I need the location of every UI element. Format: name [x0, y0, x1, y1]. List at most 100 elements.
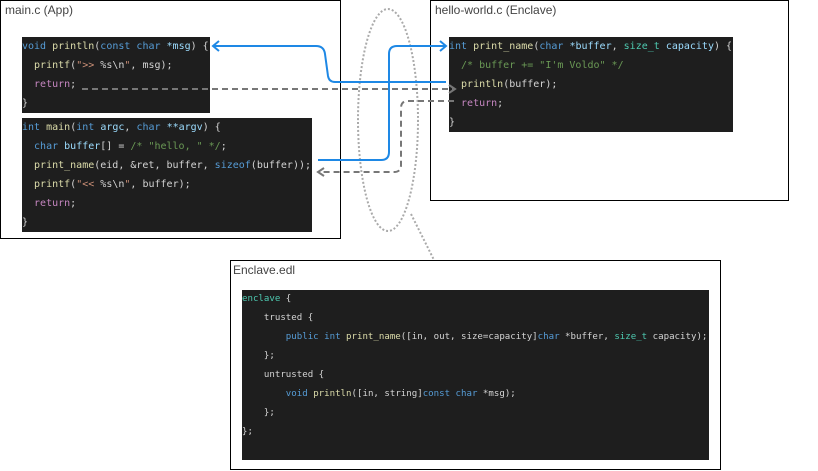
app-panel: main.c (App) void println(const char *ms… — [0, 0, 341, 239]
edl-panel-title: Enclave.edl — [233, 263, 296, 277]
code-token: main — [46, 122, 71, 133]
code-token: , — [611, 41, 624, 52]
code-token: println — [449, 79, 504, 90]
code-token: ( — [70, 60, 77, 71]
code-line: void println(const char *msg) { — [22, 37, 210, 56]
code-token: void — [242, 389, 314, 399]
code-line: } — [22, 94, 210, 113]
code-line: return; — [22, 75, 210, 94]
code-token: (buffer)); — [250, 160, 312, 171]
code-line: char buffer[] = /* "hello, " */; — [22, 137, 312, 156]
code-token: ">> — [76, 60, 101, 71]
code-token: argc — [100, 122, 125, 133]
code-token: ( — [94, 41, 101, 52]
code-token: untrusted { — [242, 370, 325, 380]
code-line: }; — [242, 423, 709, 442]
code-token: print_name — [473, 41, 534, 52]
code-line: }; — [242, 347, 709, 366]
code-token: char — [539, 41, 570, 52]
enclave-panel-title: hello-world.c (Enclave) — [435, 3, 557, 17]
code-line: return; — [22, 194, 312, 213]
code-line: enclave { — [242, 290, 709, 309]
code-token: /* "hello, " */ — [130, 141, 221, 152]
code-line: untrusted { — [242, 366, 709, 385]
code-token: char — [136, 122, 167, 133]
code-token: return — [22, 198, 71, 209]
code-token: } — [22, 98, 29, 109]
code-token: ; — [70, 79, 77, 90]
code-token: ( — [70, 179, 77, 190]
code-token: return — [22, 79, 71, 90]
edl-code-block: enclave { trusted { public int print_nam… — [242, 290, 709, 460]
code-token: *buffer, — [559, 332, 615, 342]
trust-boundary-ellipse — [357, 8, 419, 232]
code-token: }; — [242, 427, 253, 437]
code-token: int — [76, 122, 101, 133]
code-token: trusted { — [242, 313, 314, 323]
code-token: size_t — [614, 332, 648, 342]
code-token: printf — [22, 60, 71, 71]
code-token: " — [124, 179, 131, 190]
print-name-code-block: int print_name(char *buffer, size_t capa… — [449, 37, 733, 132]
code-token: , msg); — [130, 60, 173, 71]
code-token: ) { — [202, 122, 221, 133]
code-token: int — [22, 122, 47, 133]
code-token: public int — [242, 332, 347, 342]
code-token: } — [449, 117, 456, 128]
code-token: *buffer — [569, 41, 612, 52]
code-token: char — [22, 141, 65, 152]
code-line: return; — [449, 94, 733, 113]
code-line: public int print_name([in, out, size=cap… — [242, 328, 709, 347]
code-token: ( — [533, 41, 540, 52]
code-line: int print_name(char *buffer, size_t capa… — [449, 37, 733, 56]
code-line: /* buffer += "I'm Voldo" */ — [449, 56, 733, 75]
code-token: char — [537, 332, 560, 342]
code-token: capacity — [665, 41, 714, 52]
code-line: void println([in, string]const char *msg… — [242, 385, 709, 404]
code-token: ; — [497, 98, 504, 109]
code-token: sizeof — [214, 160, 251, 171]
code-token: **argv — [166, 122, 203, 133]
code-token: ) { — [190, 41, 209, 52]
code-token: %s\n — [100, 179, 125, 190]
enclave-panel: hello-world.c (Enclave) int print_name(c… — [430, 0, 789, 201]
code-token: println — [52, 41, 95, 52]
code-token: }; — [242, 408, 275, 418]
code-token: %s\n — [100, 60, 125, 71]
code-token: void — [22, 41, 53, 52]
code-token: int — [449, 41, 474, 52]
app-panel-title: main.c (App) — [5, 3, 74, 17]
code-line: } — [22, 213, 312, 232]
code-token: " — [124, 60, 131, 71]
code-line: }; — [242, 404, 709, 423]
println-code-block: void println(const char *msg) { printf("… — [22, 37, 210, 113]
code-token: print_name — [22, 160, 95, 171]
code-token: [] = — [100, 141, 131, 152]
code-token: (buffer); — [503, 79, 558, 90]
code-token: { — [280, 294, 292, 304]
code-token: /* buffer += "I'm Voldo" */ — [449, 60, 624, 71]
code-line: print_name(eid, &ret, buffer, sizeof(buf… — [22, 156, 312, 175]
code-line: printf("<< %s\n", buffer); — [22, 175, 312, 194]
edl-panel: Enclave.edl enclave { trusted { public i… — [230, 260, 721, 470]
code-token: enclave — [242, 294, 281, 304]
code-line: println(buffer); — [449, 75, 733, 94]
boundary-to-edl-connector — [410, 213, 435, 261]
code-token: *msg — [166, 41, 191, 52]
code-token: ([in, string] — [351, 389, 423, 399]
code-token: return — [449, 98, 498, 109]
code-token: const char — [422, 389, 478, 399]
code-token: capacity); — [647, 332, 708, 342]
code-token: }; — [242, 351, 275, 361]
main-code-block: int main(int argc, char **argv) { char b… — [22, 118, 312, 232]
code-token: *msg); — [477, 389, 516, 399]
code-token: ; — [220, 141, 227, 152]
code-token: } — [22, 217, 29, 228]
code-token: ) { — [713, 41, 733, 52]
code-token: size_t — [623, 41, 666, 52]
code-token: "<< — [76, 179, 101, 190]
code-token: printf — [22, 179, 71, 190]
code-token: ([in, out, size=capacity] — [400, 332, 538, 342]
code-token: ( — [70, 122, 77, 133]
code-line: int main(int argc, char **argv) { — [22, 118, 312, 137]
